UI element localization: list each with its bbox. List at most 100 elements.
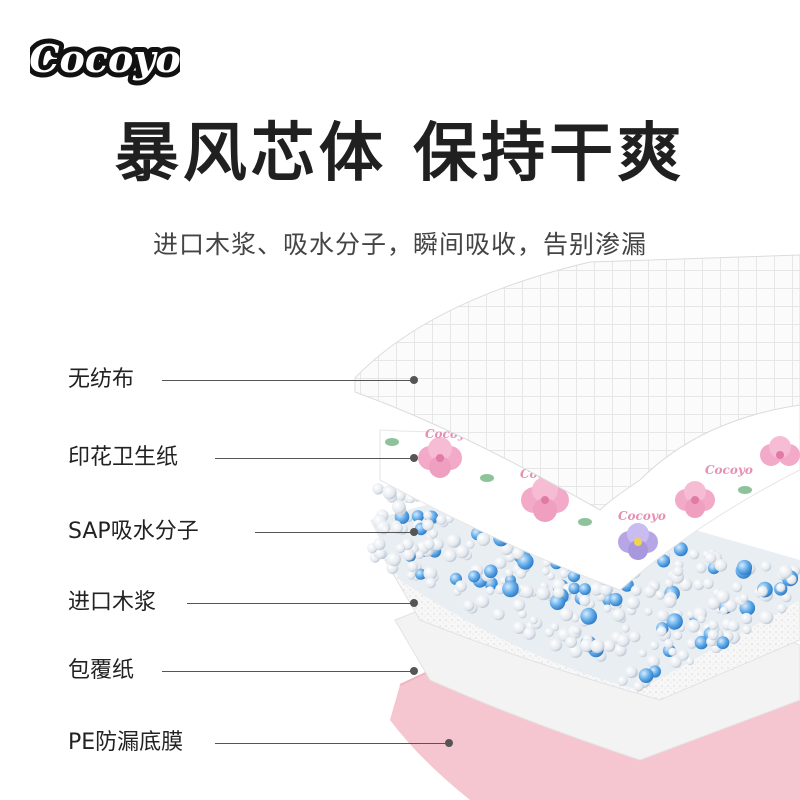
sap-bead-icon xyxy=(617,675,628,686)
sap-bead-icon xyxy=(590,639,605,653)
sap-bead-icon xyxy=(455,580,467,593)
sap-bead-icon xyxy=(669,655,682,668)
sap-bead-icon xyxy=(504,568,513,577)
sap-bead-icon xyxy=(536,586,550,601)
sap-bead-icon xyxy=(740,612,753,625)
sap-bead-icon xyxy=(644,607,653,616)
sap-bead-icon xyxy=(673,542,688,557)
sap-bead-icon xyxy=(465,540,475,549)
sap-bead-icon xyxy=(633,681,644,692)
sap-bead-icon xyxy=(468,570,481,583)
sap-bead-icon xyxy=(455,544,469,559)
sap-bead-icon xyxy=(549,638,563,652)
sap-bead-icon xyxy=(664,578,674,588)
sap-bead-icon xyxy=(387,552,401,567)
cocoyo-logo: Cocoyo xyxy=(30,30,180,88)
sap-bead-icon xyxy=(395,543,406,554)
sap-bead-icon xyxy=(643,585,656,598)
sap-bead-icon xyxy=(492,608,505,621)
sap-bead-icon xyxy=(553,587,565,599)
sap-bead-icon xyxy=(431,537,444,551)
sap-bead-icon xyxy=(646,654,660,668)
leader-dot xyxy=(410,454,418,462)
sap-bead-icon xyxy=(485,586,495,596)
leaf-icon xyxy=(578,518,592,526)
sap-bead-icon xyxy=(428,528,438,539)
layer-label-wood-pulp: 进口木浆 xyxy=(68,590,157,615)
layer-label-printed-tissue: 印花卫生纸 xyxy=(68,445,179,470)
sap-bead-icon xyxy=(776,603,787,614)
sap-bead-icon xyxy=(705,552,717,564)
sap-bead-icon xyxy=(736,559,753,576)
sap-bead-icon xyxy=(663,594,677,608)
leader-line xyxy=(187,603,412,604)
print-logo: Cocoyo xyxy=(618,509,666,523)
nonwoven-layer xyxy=(354,254,800,511)
logo-text: Cocoyo xyxy=(30,36,180,81)
pink-flower-icon xyxy=(760,436,800,466)
sap-bead-icon xyxy=(686,610,695,619)
sap-bead-icon xyxy=(693,579,705,591)
sap-bead-icon xyxy=(422,519,434,531)
sap-bead-icon xyxy=(572,626,581,635)
pink-flower-icon xyxy=(675,481,715,518)
sap-bead-icon xyxy=(625,665,638,679)
layer-label-sap: SAP吸水分子 xyxy=(68,519,199,544)
sap-bead-icon xyxy=(629,630,641,643)
sap-bead-icon xyxy=(517,609,527,619)
sap-bead-icon xyxy=(512,621,526,634)
leaf-icon xyxy=(738,486,752,494)
leader-dot xyxy=(410,528,418,536)
leader-line xyxy=(215,743,447,744)
sap-bead-icon xyxy=(406,571,416,580)
leader-line xyxy=(255,532,412,533)
sap-bead-icon xyxy=(727,620,740,632)
sap-bead-icon xyxy=(688,549,700,560)
sap-bead-icon xyxy=(657,554,671,568)
sap-bead-icon xyxy=(411,510,424,523)
sap-bead-icon xyxy=(686,619,701,633)
sap-bead-icon xyxy=(559,607,574,622)
sap-bead-icon xyxy=(436,514,447,525)
sap-bead-icon xyxy=(568,582,581,595)
sap-bead-icon xyxy=(603,604,612,613)
sap-bead-icon xyxy=(580,638,594,652)
sap-bead-icon xyxy=(394,490,406,502)
sap-bead-icon xyxy=(579,594,591,607)
sap-bead-icon xyxy=(512,547,524,560)
sap-bead-icon xyxy=(695,562,707,574)
layer-label-nonwoven: 无纺布 xyxy=(68,367,135,392)
sap-bead-icon xyxy=(650,641,659,650)
sap-bead-icon xyxy=(476,532,491,546)
sap-bead-icon xyxy=(502,580,519,598)
leader-line xyxy=(162,380,412,381)
sap-bead-icon xyxy=(599,583,613,596)
sap-bead-icon xyxy=(708,619,719,630)
leader-line xyxy=(162,671,412,672)
sap-bead-icon xyxy=(415,550,424,560)
leader-dot xyxy=(445,739,453,747)
sap-bead-icon xyxy=(656,609,669,622)
page-title: 暴风芯体 保持干爽 xyxy=(114,117,686,191)
sap-bead-icon xyxy=(677,649,689,661)
sap-bead-icon xyxy=(673,630,683,641)
sap-bead-icon xyxy=(407,561,419,572)
sap-bead-icon xyxy=(668,647,677,656)
sap-bead-icon xyxy=(580,607,598,625)
sap-bead-icon xyxy=(512,598,526,612)
leader-dot xyxy=(410,599,418,607)
sap-bead-icon xyxy=(603,639,616,653)
leaf-icon xyxy=(385,438,399,446)
page-subtitle: 进口木浆、吸水分子，瞬间吸收，告别渗漏 xyxy=(152,230,647,259)
pink-flower-icon xyxy=(418,437,462,478)
leader-dot xyxy=(410,667,418,675)
sap-bead-icon xyxy=(714,559,728,572)
sap-bead-icon xyxy=(776,583,786,593)
sap-bead-icon xyxy=(719,606,729,615)
sap-bead-icon xyxy=(686,657,694,666)
sap-bead-icon xyxy=(559,568,569,579)
sap-bead-icon xyxy=(672,566,684,577)
layer-label-pe-film: PE防漏底膜 xyxy=(68,730,184,755)
sap-bead-icon xyxy=(374,547,386,560)
